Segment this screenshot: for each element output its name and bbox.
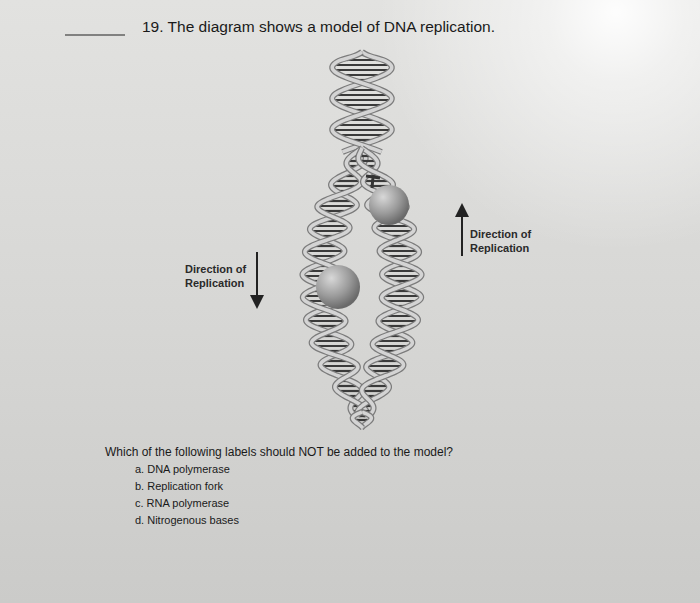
backbone-strand (303, 148, 367, 418)
backbone-strand (332, 52, 392, 152)
backbone-strand (353, 412, 363, 428)
base-pair (321, 365, 358, 367)
base-pair (334, 94, 390, 96)
base-pair (306, 320, 346, 322)
base-pair (379, 250, 419, 252)
answer-option: a. DNA polymerase (135, 463, 395, 477)
backbone-strand (332, 52, 392, 152)
base-pair (378, 320, 418, 322)
answer-option: c. RNA polymerase (135, 497, 395, 511)
base-pair (332, 99, 391, 101)
direction-arrow (461, 210, 463, 256)
base-pair (335, 124, 389, 126)
backbone-strand (357, 148, 421, 418)
base-pair (317, 205, 357, 207)
backbone-strand (358, 148, 421, 418)
direction-label: Direction of Replication (470, 228, 540, 256)
backbone-strand (303, 148, 367, 418)
direction-label: Direction of Replication (185, 263, 253, 291)
base-pair (382, 275, 421, 277)
question-title: 19. The diagram shows a model of DNA rep… (142, 17, 562, 36)
base-pair (382, 295, 421, 297)
dna-helix (302, 52, 421, 428)
question-text: Which of the following labels should NOT… (105, 445, 625, 460)
backbone-strand (332, 52, 392, 152)
base-pair (305, 250, 345, 252)
base-pair (333, 64, 391, 66)
answer-option: b. Replication fork (135, 480, 395, 494)
base-pair (366, 365, 403, 367)
backbone-strand (353, 412, 363, 428)
enzyme-sphere (316, 265, 360, 309)
answer-blank (65, 34, 125, 35)
backbone-strand (358, 148, 421, 418)
answer-option: d. Nitrogenous bases (135, 514, 395, 528)
direction-arrow (256, 252, 258, 302)
primer-mark (366, 176, 380, 188)
base-pair (332, 129, 392, 131)
backbone-strand (357, 148, 421, 418)
base-pair (333, 69, 391, 71)
enzyme-sphere (369, 185, 409, 225)
backbone-strand (332, 52, 392, 152)
